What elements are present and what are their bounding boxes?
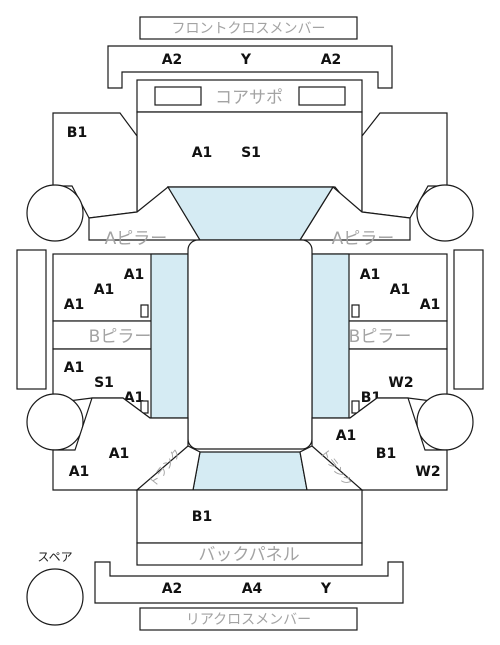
- trunk-lid[interactable]: [136, 489, 363, 544]
- front-cross-member-label-box: [139, 16, 358, 40]
- side-sill-right[interactable]: [453, 249, 484, 390]
- code-rear-door-right-1: W2: [388, 375, 413, 391]
- headlight-left[interactable]: [154, 86, 202, 106]
- code-hood-b: S1: [241, 145, 261, 161]
- a-pillar-left-label: Aピラー: [105, 229, 168, 249]
- code-quarter-right-1: A1: [336, 428, 357, 444]
- rear-door-handle-left[interactable]: [140, 400, 149, 414]
- code-front-door-right-1: A1: [360, 267, 381, 283]
- back-panel-label: バックパネル: [198, 545, 299, 565]
- code-front-door-left-1: A1: [124, 267, 145, 283]
- code-front-door-left-2: A1: [94, 282, 115, 298]
- code-rear-cross-center: A4: [242, 581, 263, 597]
- a-pillar-right-label: Aピラー: [332, 229, 395, 249]
- rear-cross-member-label: リアクロスメンバー: [186, 612, 311, 628]
- code-front-cross-right: A2: [321, 52, 342, 68]
- code-rear-cross-left: A2: [162, 581, 183, 597]
- rear-cross-member-label-box: [139, 607, 358, 631]
- side-sill-left[interactable]: [16, 249, 47, 390]
- code-front-door-left-3: A1: [64, 297, 85, 313]
- b-pillar-left-label: Bピラー: [89, 327, 152, 347]
- code-front-fender-left: B1: [67, 125, 87, 141]
- code-front-cross-center: Y: [240, 52, 252, 68]
- code-quarter-right-2: B1: [376, 446, 396, 462]
- spare-label: スペア: [37, 550, 72, 564]
- code-trunk-lid: B1: [192, 509, 212, 525]
- side-glass-right[interactable]: [311, 253, 350, 419]
- roof[interactable]: [187, 239, 313, 450]
- front-wheel-right[interactable]: [416, 184, 474, 242]
- side-glass-left[interactable]: [150, 253, 189, 419]
- headlight-right[interactable]: [298, 86, 346, 106]
- front-door-handle-left[interactable]: [140, 304, 149, 318]
- rear-window[interactable]: [192, 451, 308, 491]
- spare-tire[interactable]: [26, 568, 84, 626]
- rear-wheel-left[interactable]: [26, 393, 84, 451]
- rear-wheel-right[interactable]: [416, 393, 474, 451]
- code-front-cross-left: A2: [162, 52, 183, 68]
- b-pillar-right-label: Bピラー: [349, 327, 412, 347]
- front-door-handle-right[interactable]: [351, 304, 360, 318]
- code-quarter-left-1: A1: [109, 446, 130, 462]
- code-front-door-right-2: A1: [390, 282, 411, 298]
- code-rear-door-left-2: S1: [94, 375, 114, 391]
- code-rear-cross-right: Y: [320, 581, 332, 597]
- core-support-label: コアサポ: [215, 88, 283, 108]
- code-quarter-left-2: A1: [69, 464, 90, 480]
- front-cross-member[interactable]: [107, 45, 393, 89]
- rear-door-handle-right[interactable]: [351, 400, 360, 414]
- code-front-door-right-3: A1: [420, 297, 441, 313]
- front-wheel-left[interactable]: [26, 184, 84, 242]
- code-rear-door-left-1: A1: [64, 360, 85, 376]
- back-panel[interactable]: [136, 542, 363, 566]
- rear-cross-member[interactable]: [94, 561, 404, 604]
- code-quarter-right-3: W2: [415, 464, 440, 480]
- code-hood-a: A1: [192, 145, 213, 161]
- front-cross-member-label: フロントクロスメンバー: [172, 21, 326, 37]
